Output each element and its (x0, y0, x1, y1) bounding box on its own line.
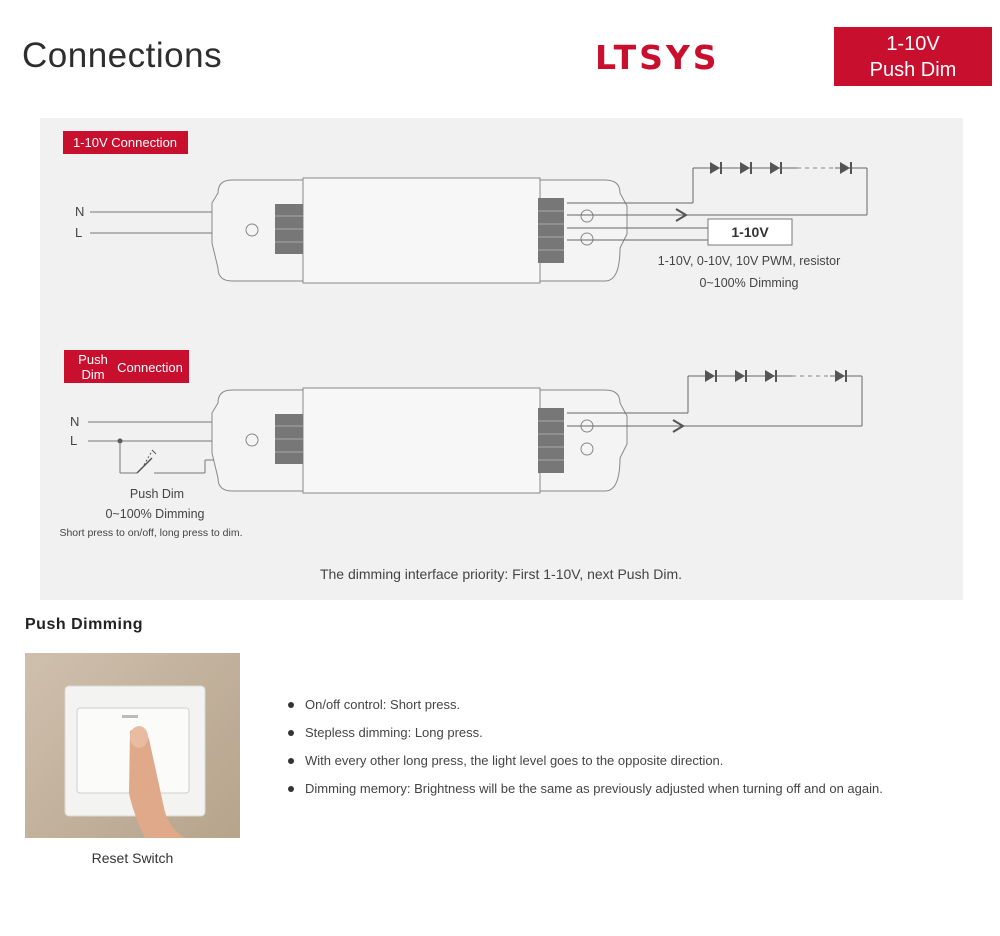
signal-types-text: 1-10V, 0-10V, 10V PWM, resistor (658, 254, 841, 268)
conn2-label-dim: Dim (81, 367, 104, 382)
brand-logo: LTSYS (595, 38, 720, 77)
list-item: Dimming memory: Brightness will be the s… (288, 779, 883, 807)
led-icon (705, 370, 717, 382)
conn2-label-push: Push (78, 352, 108, 367)
dimmer-box-label: 1-10V (731, 224, 769, 240)
push-dim-note: Short press to on/off, long press to dim… (59, 527, 242, 539)
input-l-label: L (75, 225, 82, 240)
push-dim-title: Push Dim (130, 487, 184, 501)
driver-unit-2 (211, 387, 628, 494)
input-l-label-2: L (70, 433, 77, 448)
conn2-label-bg (64, 350, 189, 383)
list-item: On/off control: Short press. (288, 695, 883, 723)
push-dim-range: 0~100% Dimming (105, 507, 204, 521)
reset-switch-photo (25, 653, 240, 838)
badge-line-1: 1-10V (886, 32, 940, 55)
priority-note: The dimming interface priority: First 1-… (320, 566, 682, 582)
signal-range-text: 0~100% Dimming (699, 276, 798, 290)
conn2-label-connection: Connection (117, 360, 183, 375)
wiring-diagram-panel: 1-10V Connection N L (40, 118, 963, 600)
driver-unit-1 (211, 177, 628, 284)
wiring-diagram: 1-10V Connection N L (59, 131, 868, 582)
led-icon (840, 162, 852, 174)
photo-caption: Reset Switch (91, 850, 174, 866)
page-title: Connections (22, 36, 223, 75)
led-string-2 (567, 370, 863, 433)
dimmer-1-10v-box (707, 218, 793, 246)
input-n-label: N (75, 204, 84, 219)
led-icon (770, 162, 782, 174)
led-icon (735, 370, 747, 382)
push-dimming-heading: Push Dimming (25, 616, 144, 633)
input-n-label-2: N (70, 414, 79, 429)
led-icon (710, 162, 722, 174)
led-icon (740, 162, 752, 174)
badge-line-2: Push Dim (869, 58, 957, 81)
list-item: With every other long press, the light l… (288, 751, 883, 779)
led-string-1 (567, 162, 868, 222)
product-badge: 1-10V Push Dim (834, 27, 992, 86)
conn1-label: 1-10V Connection (73, 135, 177, 150)
push-feature-list: On/off control: Short press. Stepless di… (288, 695, 883, 807)
conn1-label-bg (63, 131, 188, 154)
led-icon (765, 370, 777, 382)
list-item: Stepless dimming: Long press. (288, 723, 883, 751)
led-icon (835, 370, 847, 382)
